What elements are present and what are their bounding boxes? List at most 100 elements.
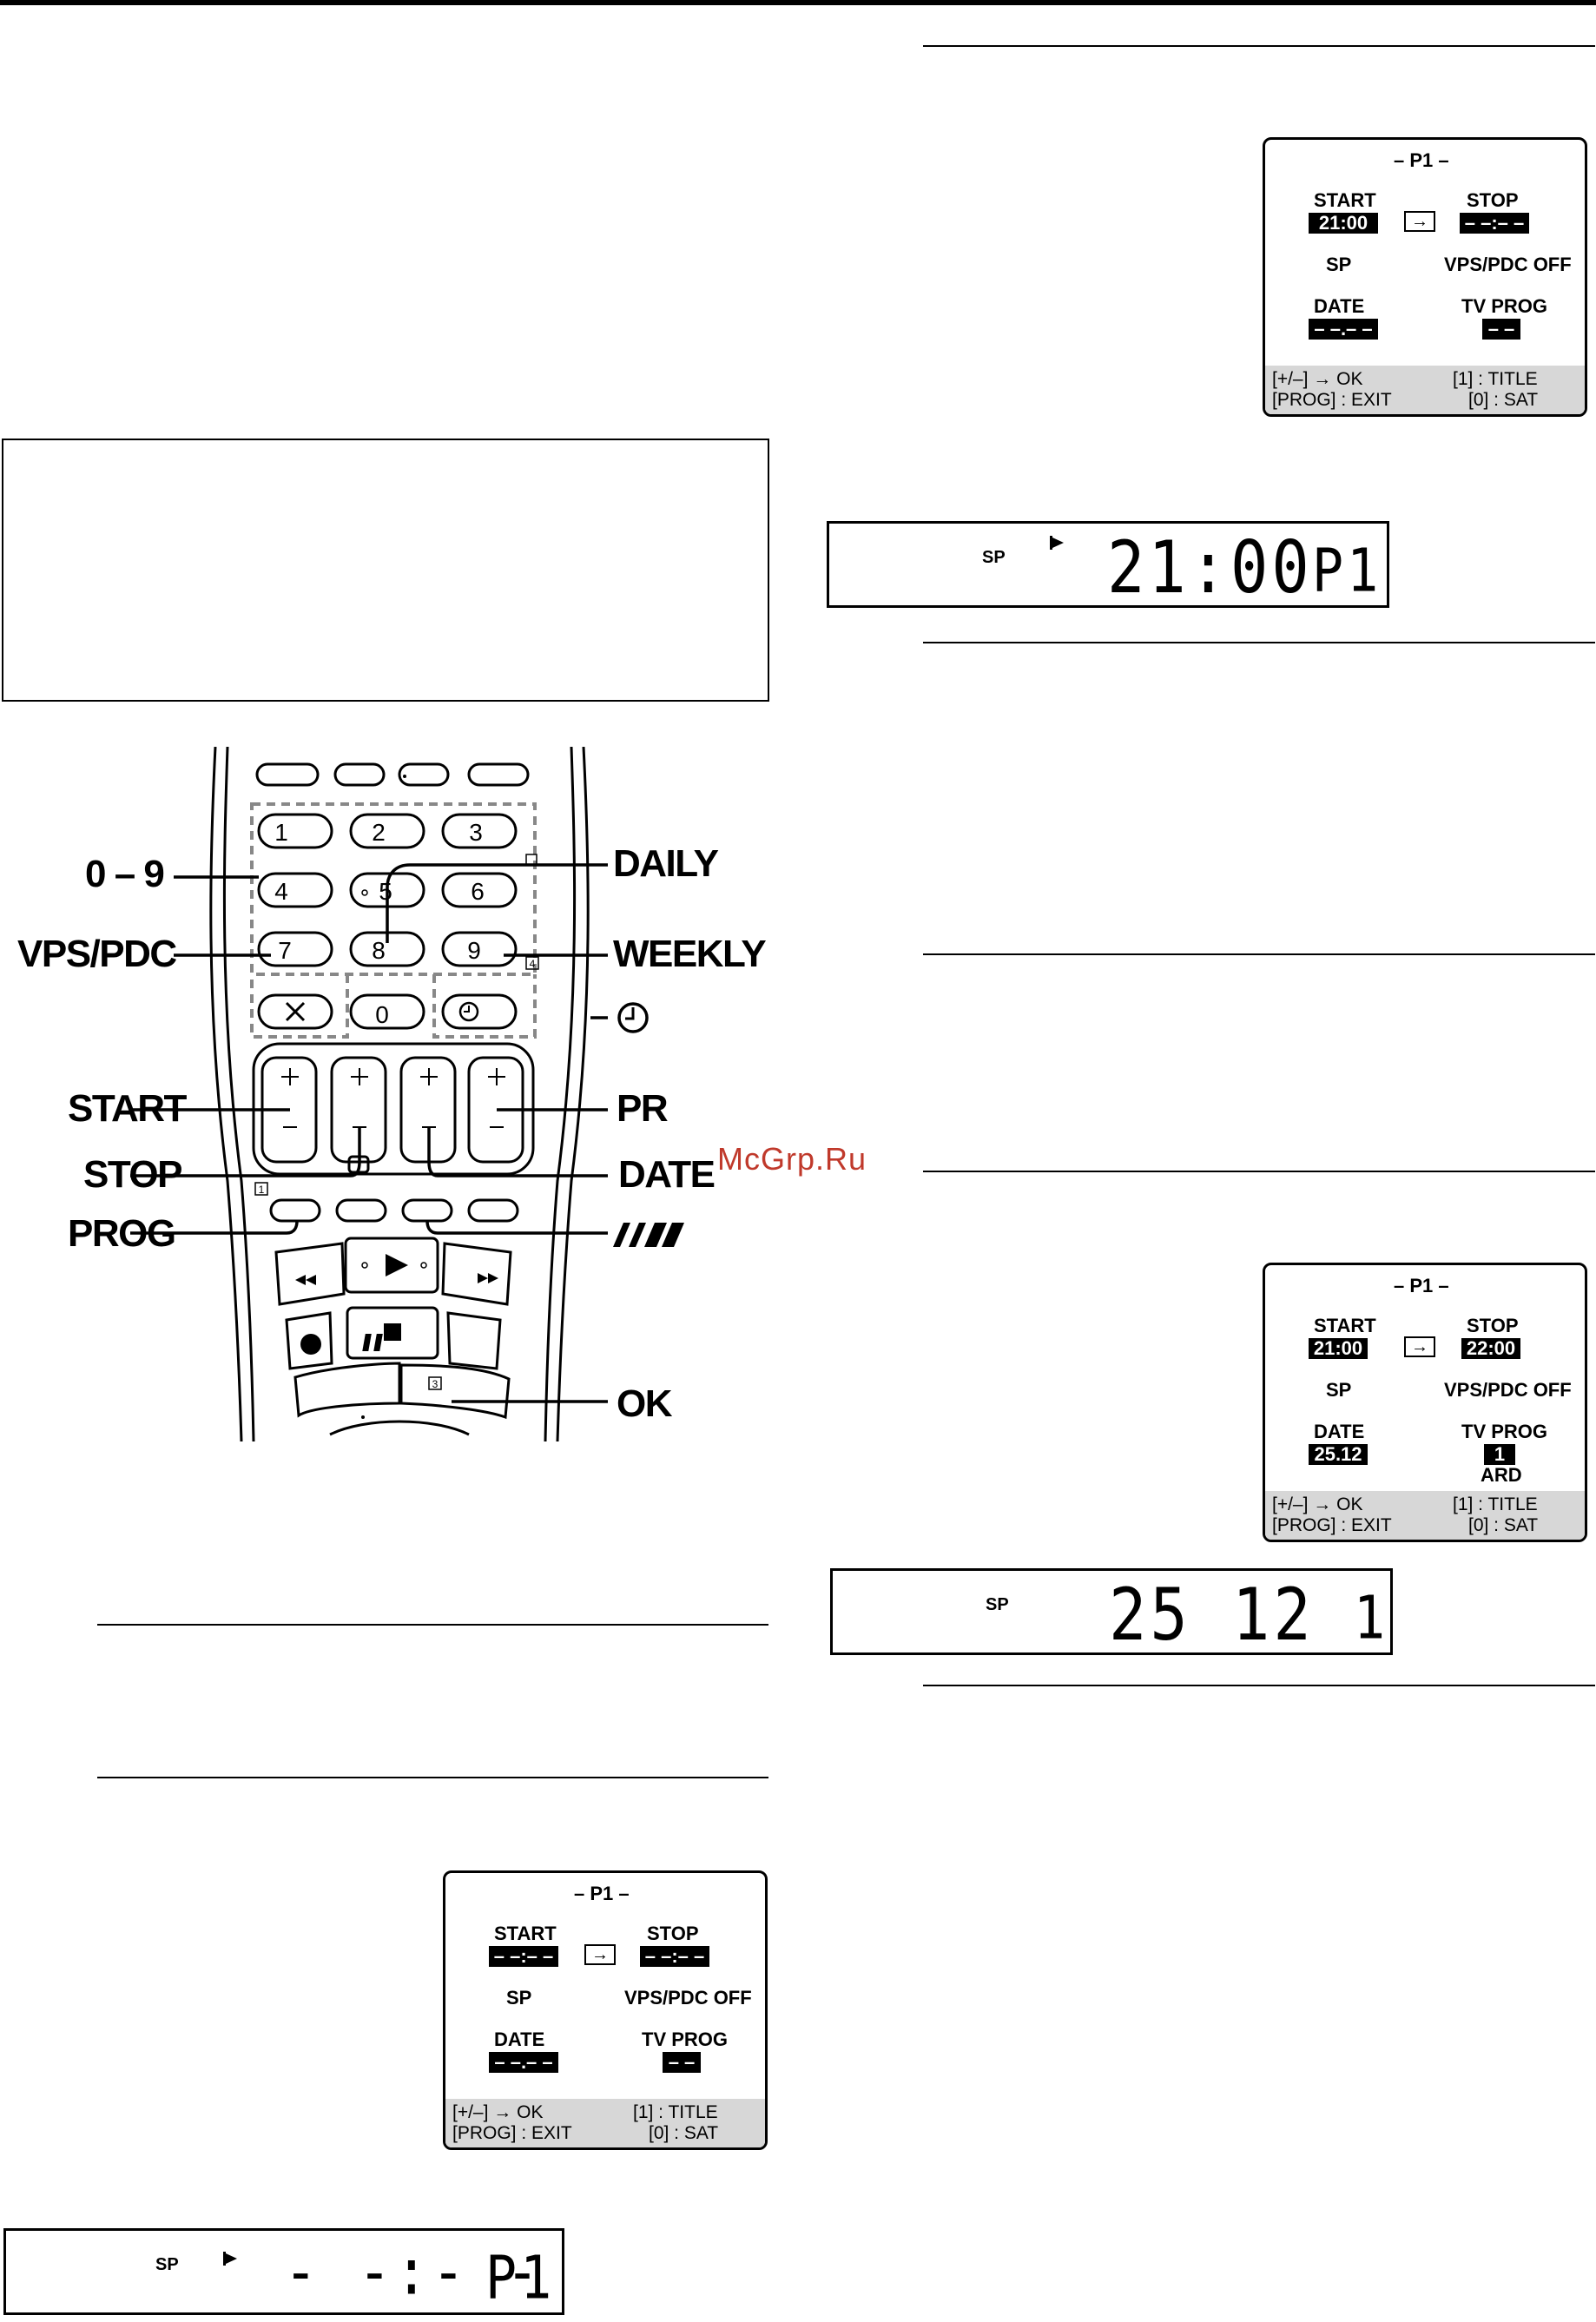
- label-daily: DAILY: [613, 842, 719, 885]
- svg-text:7: 7: [278, 937, 292, 964]
- svg-text:6: 6: [471, 878, 485, 905]
- osd-tvprog-label: TV PROG: [1461, 1421, 1548, 1442]
- osd-start-label: START: [494, 1923, 557, 1944]
- osd-stop-value: – –:– –: [640, 1946, 709, 1967]
- osd-foot-left-1: [+/–] → OK: [1272, 369, 1363, 389]
- osd-title: – P1 –: [1394, 149, 1449, 171]
- watermark: McGrp.Ru: [717, 1141, 867, 1177]
- osd-tvprog-label: TV PROG: [642, 2028, 729, 2050]
- osd-footer: [+/–] → OK [1] : TITLE [PROG] : EXIT [0]…: [1265, 1491, 1585, 1540]
- osd-footer: [+/–] → OK [1] : TITLE [PROG] : EXIT [0]…: [445, 2099, 765, 2147]
- label-date: DATE: [618, 1153, 716, 1196]
- osd-start-label: START: [1314, 1315, 1376, 1336]
- osd-start-value: 21:00: [1309, 213, 1378, 234]
- osd-foot-right-1: [1] : TITLE: [1453, 1494, 1538, 1514]
- display-mode: SP: [986, 1595, 1009, 1614]
- osd-screen-2: – P1 – START 21:00 → STOP – –:– – SP VPS…: [1263, 137, 1587, 417]
- section-rule: [923, 1685, 1595, 1686]
- record-icon: [300, 1334, 321, 1355]
- section-rule: [923, 45, 1595, 47]
- slash-icon: [613, 1223, 684, 1247]
- osd-date-label: DATE: [1314, 295, 1365, 317]
- rewind-icon: [295, 1275, 316, 1285]
- osd-vps: VPS/PDC OFF: [1444, 1379, 1572, 1401]
- osd-vps: VPS/PDC OFF: [624, 1987, 752, 2009]
- label-prog: PROG: [68, 1212, 176, 1255]
- display-program: P1: [1312, 536, 1382, 606]
- svg-text:0: 0: [375, 1001, 389, 1028]
- display-program: 1: [1354, 1583, 1389, 1653]
- osd-foot-left-2: [PROG] : EXIT: [1272, 1515, 1392, 1535]
- osd-date-value: 25.12: [1309, 1444, 1368, 1465]
- vcr-display-3: SP 25 12 1: [830, 1568, 1393, 1657]
- osd-foot-left-1: [+/–] → OK: [452, 2102, 544, 2122]
- svg-text:1: 1: [259, 1184, 265, 1196]
- arrow-right-icon: →: [1404, 1336, 1435, 1357]
- display-digits: 25 12: [1109, 1573, 1315, 1657]
- osd-station: ARD: [1481, 1464, 1522, 1486]
- display-digits: - -:- -: [284, 2236, 543, 2311]
- clock-icon: [617, 1002, 649, 1033]
- label-weekly: WEEKLY: [613, 933, 767, 975]
- display-mode: SP: [155, 2255, 179, 2274]
- svg-text:8: 8: [372, 937, 386, 964]
- osd-tvprog-value: 1: [1484, 1444, 1515, 1465]
- osd-foot-right-1: [1] : TITLE: [633, 2102, 718, 2122]
- svg-text:4: 4: [274, 878, 288, 905]
- timer-arrow-icon: [221, 2250, 241, 2273]
- osd-start-value: 21:00: [1309, 1338, 1368, 1359]
- top-rule: [0, 0, 1596, 5]
- osd-mode: SP: [506, 1987, 532, 2009]
- arrow-right-icon: →: [584, 1944, 616, 1965]
- osd-date-value: – –.– –: [489, 2052, 558, 2073]
- osd-stop-label: STOP: [1467, 1315, 1519, 1336]
- play-icon: [386, 1254, 408, 1276]
- svg-text:3: 3: [432, 1378, 439, 1390]
- timer-arrow-icon: [1048, 534, 1067, 557]
- svg-text:4: 4: [530, 958, 536, 970]
- osd-footer: [+/–] → OK [1] : TITLE [PROG] : EXIT [0]…: [1265, 366, 1585, 414]
- osd-stop-label: STOP: [1467, 189, 1519, 211]
- label-start: START: [68, 1087, 187, 1130]
- section-rule: [923, 642, 1595, 643]
- osd-foot-right-2: [0] : SAT: [1468, 1515, 1539, 1535]
- stop-icon: [384, 1323, 401, 1341]
- svg-text:5: 5: [379, 878, 392, 905]
- display-digits: 21:00: [1107, 525, 1313, 610]
- remote-control-drawing: 1 2 3 4 5 6 7 8 9 0 1 4 3: [130, 746, 684, 1442]
- vcr-display-2: SP 21:00 P1: [827, 521, 1389, 610]
- arrow-right-icon: →: [1404, 211, 1435, 232]
- osd-stop-label: STOP: [647, 1923, 699, 1944]
- pause-icon: [362, 1334, 383, 1351]
- osd-vps: VPS/PDC OFF: [1444, 254, 1572, 275]
- osd-date-value: – –.– –: [1309, 319, 1378, 340]
- osd-mode: SP: [1326, 1379, 1352, 1401]
- osd-title: – P1 –: [1394, 1275, 1449, 1296]
- osd-foot-left-2: [PROG] : EXIT: [1272, 390, 1392, 410]
- section-rule: [97, 1777, 768, 1778]
- display-mode: SP: [982, 548, 1006, 567]
- osd-date-label: DATE: [494, 2028, 545, 2050]
- osd-foot-left-1: [+/–] → OK: [1272, 1494, 1363, 1514]
- section-rule: [923, 953, 1595, 955]
- note-box: [2, 439, 769, 702]
- osd-screen-1: – P1 – START – –:– – → STOP – –:– – SP V…: [443, 1870, 768, 2150]
- osd-date-label: DATE: [1314, 1421, 1365, 1442]
- section-rule: [97, 1624, 768, 1626]
- svg-text:3: 3: [469, 819, 483, 846]
- svg-text:1: 1: [274, 819, 288, 846]
- fast-forward-icon: [478, 1273, 498, 1283]
- osd-foot-right-1: [1] : TITLE: [1453, 369, 1538, 389]
- section-rule: [923, 1171, 1595, 1172]
- osd-tvprog-label: TV PROG: [1461, 295, 1548, 317]
- label-stop: STOP: [83, 1153, 183, 1196]
- svg-text:2: 2: [372, 819, 386, 846]
- vcr-display-1: SP - -:- - P1: [3, 2228, 564, 2315]
- osd-foot-right-2: [0] : SAT: [1468, 390, 1539, 410]
- label-vps-pdc: VPS/PDC: [17, 933, 177, 975]
- label-ok: OK: [617, 1382, 673, 1425]
- osd-start-label: START: [1314, 189, 1376, 211]
- label-pr: PR: [617, 1087, 669, 1130]
- svg-text:9: 9: [467, 937, 481, 964]
- osd-stop-value: 22:00: [1461, 1338, 1520, 1359]
